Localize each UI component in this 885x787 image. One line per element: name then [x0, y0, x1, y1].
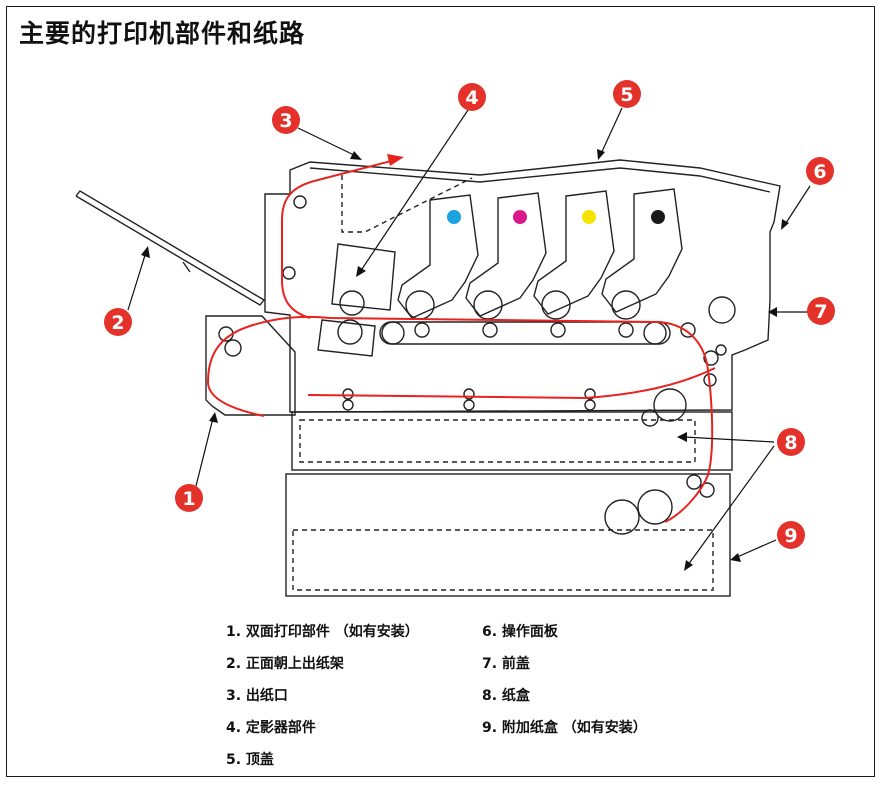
additional-paper-tray [285, 473, 731, 597]
magenta-toner-dot [513, 210, 527, 224]
belt-roller [643, 321, 667, 345]
roller [463, 388, 475, 400]
callouts: 1 2 3 4 5 6 7 8 9 [104, 80, 835, 549]
roller [293, 195, 307, 209]
roller [414, 322, 430, 338]
roller [680, 322, 696, 338]
svg-text:3: 3 [279, 110, 292, 132]
diagram-frame [6, 6, 875, 777]
roller [703, 350, 719, 366]
svg-text:1: 1 [182, 488, 195, 510]
paper-path [206, 159, 716, 523]
image-drum-black [601, 188, 683, 320]
legend-item-2: 2. 正面朝上出纸架 [226, 656, 344, 672]
legend-item-8: 8. 纸盒 [482, 688, 530, 704]
svg-text:4: 4 [465, 87, 478, 109]
feed-roller [653, 388, 687, 422]
svg-text:2: 2 [111, 312, 124, 334]
face-up-tray [75, 190, 266, 306]
paper-tray [291, 411, 733, 471]
callout-5: 5 [613, 80, 641, 108]
image-drum-cyan [397, 194, 479, 320]
legend-item-9: 9. 附加纸盒 （如有安装） [482, 720, 647, 736]
callout-3: 3 [272, 106, 300, 134]
svg-text:6: 6 [813, 161, 826, 183]
callout-8: 8 [777, 428, 805, 456]
feed-roller [604, 499, 640, 535]
roller [708, 296, 736, 324]
legend-item-3: 3. 出纸口 [226, 688, 288, 704]
transfer-belt [379, 321, 671, 345]
callout-7: 7 [807, 297, 835, 325]
callout-2: 2 [104, 308, 132, 336]
legend-item-6: 6. 操作面板 [482, 624, 558, 640]
paper-exit-arrowhead [387, 154, 404, 166]
svg-text:5: 5 [620, 84, 633, 106]
roller [641, 409, 659, 427]
top-cover-dashed [341, 175, 473, 233]
roller [224, 339, 242, 357]
roller [686, 474, 702, 490]
legend-item-4: 4. 定影器部件 [226, 720, 316, 736]
svg-text:9: 9 [784, 525, 797, 547]
legend-item-7: 7. 前盖 [482, 656, 530, 672]
svg-text:7: 7 [814, 301, 827, 323]
roller [550, 322, 566, 338]
roller [584, 388, 596, 400]
roller [584, 399, 596, 411]
cyan-toner-dot [447, 210, 461, 224]
roller [482, 322, 498, 338]
svg-text:8: 8 [784, 432, 797, 454]
roller [342, 388, 354, 400]
callout-1: 1 [175, 484, 203, 512]
leader-arrowheads [141, 149, 789, 571]
fuser-unit [317, 243, 396, 357]
roller [282, 266, 296, 280]
yellow-toner-dot [582, 210, 596, 224]
feed-roller [637, 489, 673, 525]
callout-9: 9 [777, 521, 805, 549]
page-title: 主要的打印机部件和纸路 [19, 19, 306, 48]
belt-roller [381, 321, 405, 345]
leader-lines [127, 106, 811, 566]
callout-4: 4 [458, 83, 486, 111]
roller [342, 399, 354, 411]
roller [618, 322, 634, 338]
black-toner-dot [651, 210, 665, 224]
image-drum-yellow [533, 190, 615, 320]
legend-item-1: 1. 双面打印部件 （如有安装） [226, 624, 419, 640]
roller [715, 344, 727, 356]
callout-6: 6 [806, 157, 834, 185]
legend-item-5: 5. 顶盖 [226, 752, 274, 768]
roller [463, 399, 475, 411]
